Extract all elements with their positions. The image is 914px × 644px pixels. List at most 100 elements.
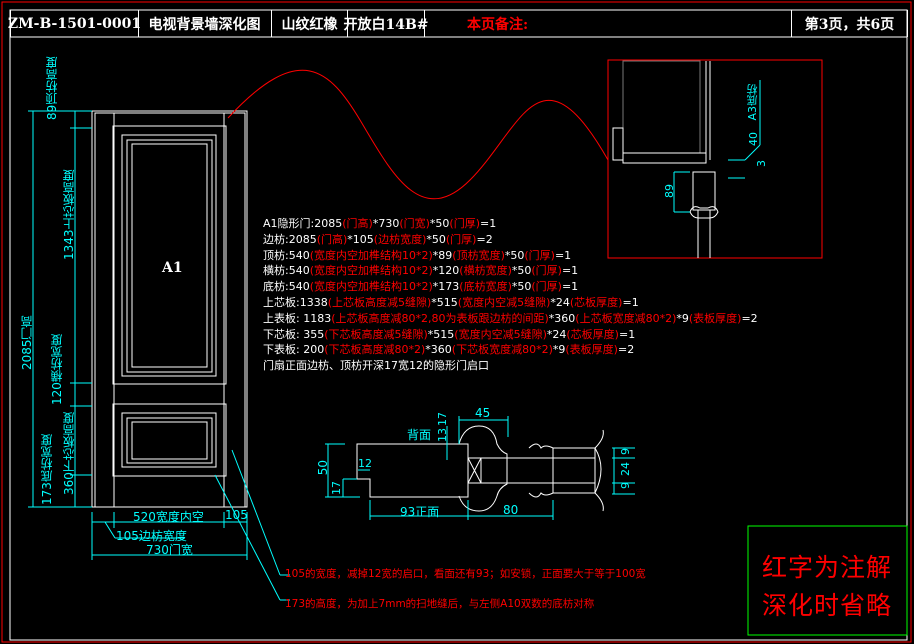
annotation-text: (横枋宽度) [459,264,512,278]
annotation-text: (宽度内空减5缝隙) [454,327,547,341]
sec-dim-9b: 9 [619,482,632,489]
spec-value: 下芯板: 355 [263,327,325,341]
section-drawing [356,425,604,512]
spec-value: *360 [548,311,576,325]
spec-value: 上表板: 1183 [263,311,332,325]
spec-value: *50 [504,248,525,262]
spec-value: =1 [561,264,579,278]
cutting-list-line: A1隐形门:2085(门高)*730(门宽)*50(门厚)=1 [263,216,496,232]
cutting-list-line: 门扇正面边枋、顶枋开深17宽12的隐形门启口 [263,358,489,374]
page-number: 第3页，共6页 [792,10,908,37]
sec-dim-50: 50 [316,460,330,476]
spec-value: =2 [617,343,635,357]
annotation-text: (门厚) [524,248,555,262]
spec-value: 边枋:2085 [263,232,317,246]
spec-value: =1 [480,217,497,230]
spec-value: 顶枋:540 [263,248,310,262]
drawing-frame [9,9,908,641]
spec-value: *173 [432,280,460,294]
annotation-text: (宽度内空加榫结构10*2) [309,264,433,278]
dim-bottom-rail: 173底枋宽度 [40,434,54,505]
annotation-text: (门高) [342,217,373,230]
cutting-list-line: 横枋:540(宽度内空加榫结构10*2)*120(横枋宽度)*50(门厚)=1 [263,263,578,279]
spec-value: *515 [427,327,455,341]
dim-upper-panel: 1343上芯板高度 [62,169,76,260]
material: 山纹红橡 [272,10,348,37]
legend-line-1: 红字为注解 [762,553,893,582]
spec-value: *9 [552,343,566,357]
annotation-text: (门厚) [445,232,477,246]
drawing-code: ZM-B-1501-0001 [8,10,141,37]
spec-value: *24 [546,327,567,341]
annotation-text: (边枋宽度) [373,232,427,246]
spec-value: =2 [476,232,493,246]
spec-value: *120 [432,264,460,278]
dim-inner-width: 520宽度内空 [133,510,204,524]
annotation-text: (宽度内空减5缝隙) [457,296,551,309]
sec-dim-17a: 17 [436,412,449,426]
annotation-text: (表板厚度) [565,343,618,357]
annotation-text: (芯板厚度) [569,296,623,309]
drawing-name: 电视背景墙深化图 [138,10,272,37]
detail-dim-3: 3 [755,160,768,167]
sec-dim-13: 13 [436,428,449,442]
cutting-list-line: 下表板: 200(下芯板高度减80*2)*360(下芯板宽度减80*2)*9(表… [263,342,634,358]
remark-text: 本页备注: [467,16,529,33]
leader-curve [227,69,609,200]
cutting-list-line: 下芯板: 355(下芯板高度减5缝隙)*515(宽度内空减5缝隙)*24(芯板厚… [263,327,635,343]
annotation-text: (门厚) [531,280,562,294]
annotation-text: (门宽) [399,217,430,230]
sec-dim-45: 45 [475,406,491,420]
annotation-text: (宽度内空加榫结构10*2) [309,248,433,262]
cutting-list-line: 底枋:540(宽度内空加榫结构10*2)*173(底枋宽度)*50(门厚)=1 [263,279,578,295]
door-elevation [91,110,248,508]
annotation-text: (门高) [316,232,348,246]
annotation-text: (门厚) [531,264,562,278]
cutting-list-line: 边枋:2085(门高)*105(边枋宽度)*50(门厚)=2 [263,232,493,248]
annotation-text: (上芯板高度减5缝隙) [327,296,432,309]
spec-value: *730 [372,217,400,230]
spec-value: *50 [429,217,450,230]
sec-dim-24: 24 [619,462,632,476]
dim-stile-width: 105边枋宽度 [116,529,187,543]
dim-lower-panel: 360下芯板高度 [62,412,76,495]
finish: 开放白14B# [343,10,429,37]
spec-value: 下表板: 200 [263,343,325,357]
note-bottom-rail: 173的高度，为加上7mm的扫地缝后，与左侧A10双数的底枋对称 [285,598,595,610]
annotation-text: (上芯板高度减80*2,80为表板跟边枋的间距) [331,311,549,325]
spec-value: =2 [741,311,758,325]
dim-door-height: 2085门高 [20,315,34,370]
spec-value: *105 [347,232,374,246]
door-dimensions [28,110,290,601]
spec-value: 门扇正面边枋、顶枋开深17宽12的隐形门启口 [263,359,489,373]
annotation-text: (宽度内空加榫结构10*2) [309,280,433,294]
detail-box [607,59,823,259]
spec-value: *360 [425,343,452,357]
annotation-text: (底枋宽度) [459,280,512,294]
sec-front-label: 93正面 [400,505,440,519]
dim-stile-right: 105 [225,508,248,522]
cutting-list-line: 上芯板:1338(上芯板高度减5缝隙)*515(宽度内空减5缝隙)*24(芯板厚… [263,295,639,311]
spec-value: *9 [676,311,689,325]
detail-dim-40: 40 [747,132,760,146]
note-stile-width: 105的宽度，减掉12宽的启口，看面还有93；如安锁，正面要大于等于100宽 [285,568,646,580]
sec-back-label: 背面 [407,428,432,442]
spec-value: *24 [550,296,570,309]
dim-mid-rail: 120横枋宽度 [50,334,64,405]
sec-dim-12: 12 [358,457,372,470]
annotation-text: (芯板厚度) [566,327,619,341]
annotation-text: (表板厚度) [688,311,742,325]
spec-value: *50 [426,232,446,246]
sec-dim-17b: 17 [330,481,343,495]
dim-door-width: 730门宽 [146,543,193,557]
spec-value: =1 [561,280,579,294]
spec-value: *515 [431,296,458,309]
sec-dim-9a: 9 [619,448,632,455]
spec-value: *89 [432,248,453,262]
spec-value: 横枋:540 [263,264,310,278]
legend-line-2: 深化时省略 [762,591,893,620]
annotation-text: (上芯板宽度减80*2) [575,311,677,325]
spec-value: 上芯板:1338 [263,296,328,309]
annotation-text: (门厚) [449,217,481,230]
